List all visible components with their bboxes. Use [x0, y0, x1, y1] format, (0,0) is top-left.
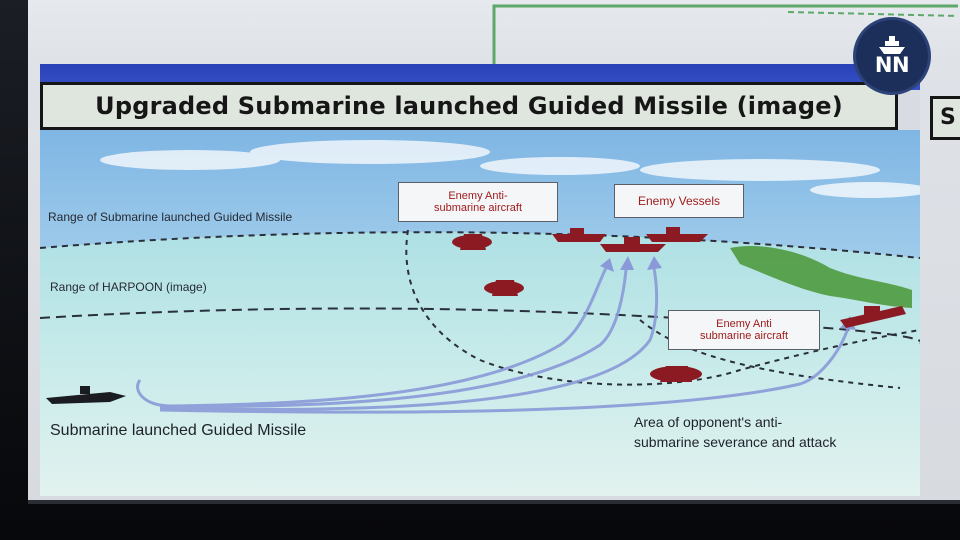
- next-panel-letter: S: [940, 105, 956, 130]
- logo-text: NN: [874, 53, 910, 77]
- callout-line: submarine aircraft: [699, 330, 789, 342]
- asw-area-lower-boundary: [639, 319, 901, 389]
- slide-title-box: Upgraded Submarine launched Guided Missi…: [40, 82, 898, 130]
- label-asw-area-line2: submarine severance and attack: [634, 434, 837, 450]
- label-harpoon-range: Range of HARPOON (image): [50, 280, 207, 294]
- callout-enemy-vessels: Enemy Vessels: [614, 184, 744, 218]
- missile-range-line: [40, 231, 920, 259]
- asw-area-boundary: [405, 229, 920, 386]
- enemy-vessels: [552, 227, 906, 328]
- clouds: [100, 140, 920, 198]
- label-asw-area-line1: Area of opponent's anti-: [634, 414, 783, 430]
- sea: [40, 232, 920, 496]
- callout-line: Enemy Anti-: [448, 190, 508, 202]
- harpoon-range-line: [40, 307, 920, 344]
- callout-line: Enemy Vessels: [637, 194, 721, 208]
- missile-trajectories: [136, 267, 850, 414]
- callout-line: submarine aircraft: [433, 202, 523, 214]
- enemy-asw-aircraft: [452, 234, 702, 382]
- submarine-silhouette: [46, 392, 126, 404]
- callout-enemy-asw-aircraft-top: Enemy Anti- submarine aircraft: [398, 182, 558, 222]
- label-missile-range: Range of Submarine launched Guided Missi…: [48, 210, 293, 224]
- coastline-land: [730, 246, 912, 308]
- missile-range-diagram: Range of Submarine launched Guided Missi…: [40, 130, 920, 496]
- ship-icon: [879, 36, 905, 54]
- submarine-sail: [80, 386, 90, 394]
- next-panel-fragment: S: [930, 96, 960, 140]
- label-submarine-missile: Submarine launched Guided Missile: [50, 422, 307, 439]
- channel-logo: NN: [856, 20, 928, 92]
- callout-line: Enemy Anti: [716, 318, 772, 330]
- callout-enemy-asw-aircraft-right: Enemy Anti submarine aircraft: [668, 310, 820, 350]
- slide-title: Upgraded Submarine launched Guided Missi…: [95, 92, 843, 120]
